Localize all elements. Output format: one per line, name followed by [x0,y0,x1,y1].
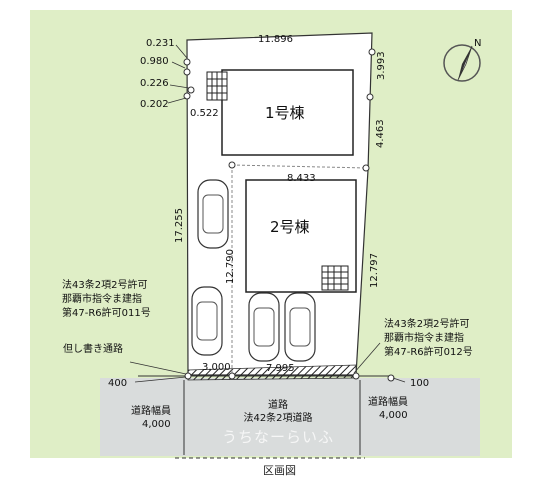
dim-12790: 12.790 [225,249,236,284]
building-1-label: 1号棟 [265,104,305,122]
dim-11896: 11.896 [258,34,293,45]
dim-4463: 4.463 [375,119,386,148]
road-area [185,378,391,456]
grid-box-2 [321,265,349,291]
dim-7995: 7.995 [266,363,295,374]
dim-0980: 0.980 [140,56,169,67]
dim-0226: 0.226 [140,78,169,89]
dim-0202: 0.202 [140,99,169,110]
dim-8433: 8.433 [287,173,316,184]
grid-box-1 [206,71,228,101]
dim-0231: 0.231 [146,38,175,49]
building-1 [221,69,354,156]
car-2 [191,286,223,356]
road-width-left-label: 道路幅員 [131,404,171,417]
car-3 [248,292,280,362]
watermark: うちなーらいふ [222,428,335,446]
road-title: 道路 [268,398,288,411]
road-width-right-label: 道路幅員 [368,395,408,408]
left-note-line-1: 法43条2項2号許可 [62,278,147,291]
right-note-line-1: 法43条2項2号許可 [384,317,469,330]
left-note-line-2: 那覇市指令ま建指 [62,292,142,305]
right-note-line-3: 第47-R6許可012号 [384,345,473,358]
road-width-left-value: 4,000 [142,419,171,430]
dim-12797: 12.797 [369,253,380,288]
caption: 区画図 [263,464,296,477]
road-band-right [391,378,480,456]
survey-points [183,48,395,382]
dim-3993: 3.993 [376,51,387,80]
road-band-left [100,378,185,456]
right-note-line-2: 那覇市指令ま建指 [384,331,464,344]
left-note-line-4: 但し書き通路 [63,342,123,355]
compass-north-label: N [474,38,481,49]
left-note-line-3: 第47-R6許可011号 [62,306,151,319]
road-width-right-value: 4,000 [379,410,408,421]
compass-icon [443,44,481,82]
car-1 [197,179,229,249]
dim-100: 100 [410,378,429,389]
road-subtitle: 法42条2項道路 [243,411,312,424]
dim-17255: 17.255 [174,208,185,243]
dim-3000: 3.000 [202,362,231,373]
dim-0522: 0.522 [190,108,219,119]
car-4 [284,292,316,362]
dim-400: 400 [108,378,127,389]
building-2-label: 2号棟 [270,218,310,236]
